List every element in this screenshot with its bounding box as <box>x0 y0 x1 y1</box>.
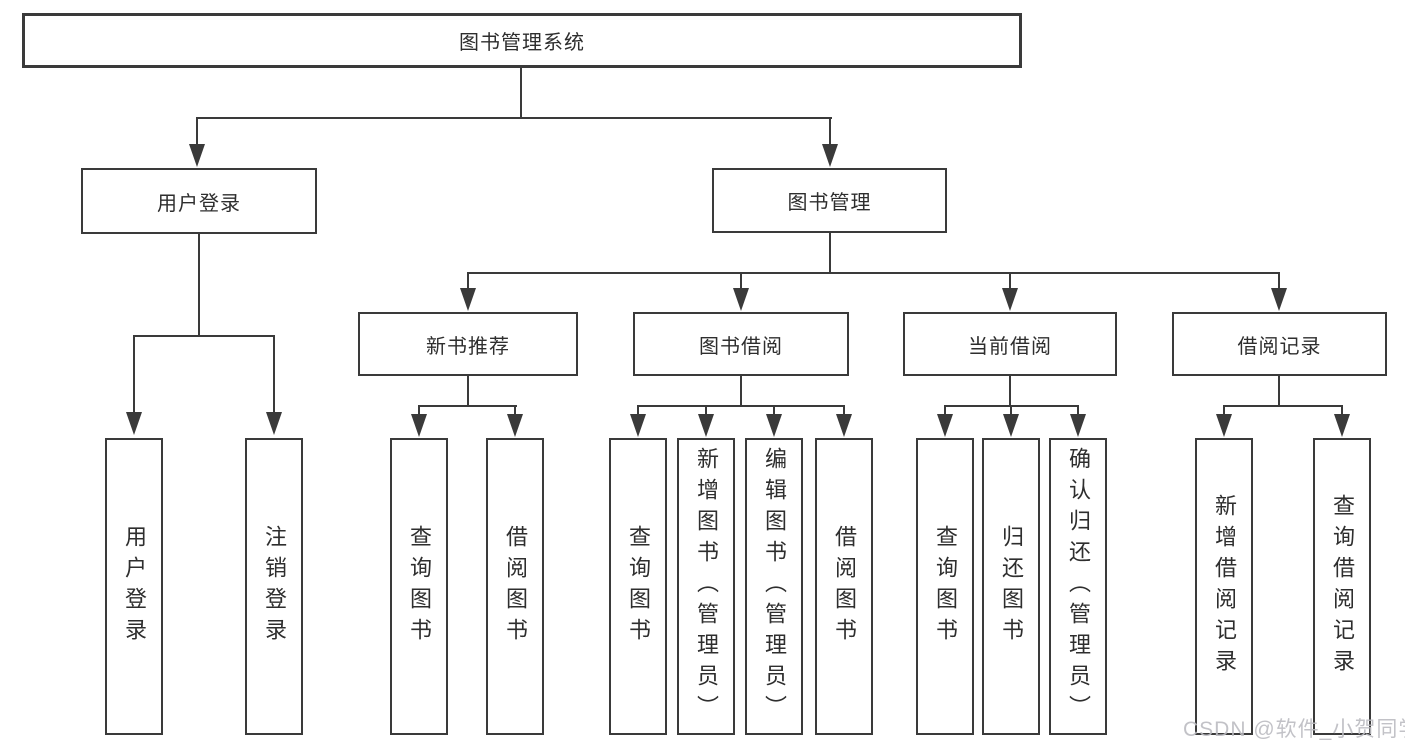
connector-book-bus <box>467 272 1280 274</box>
arrow-newbook-borrow <box>507 414 523 437</box>
arrow-current-return <box>1003 414 1019 437</box>
connector-borrow-c2 <box>705 405 707 416</box>
leaf-user-login: 用户登录 <box>105 438 163 735</box>
leaf-newbook-query-label: 查询图书 <box>407 524 432 649</box>
node-current-borrow-label: 当前借阅 <box>968 335 1052 358</box>
node-library-system: 图书管理系统 <box>22 13 1022 68</box>
leaf-borrow-borrow-label: 借阅图书 <box>832 524 857 649</box>
leaf-current-query-label: 查询图书 <box>933 524 958 649</box>
connector-current-c3 <box>1077 405 1079 416</box>
leaf-borrow-add-admin: 新增图书（管理员） <box>677 438 735 735</box>
arrow-to-new-book <box>460 288 476 311</box>
leaf-borrow-borrow: 借阅图书 <box>815 438 873 735</box>
arrow-current-confirm <box>1070 414 1086 437</box>
connector-record-stem <box>1278 376 1280 407</box>
connector-record-bus <box>1223 405 1343 407</box>
connector-borrow-c4 <box>843 405 845 416</box>
leaf-newbook-borrow-label: 借阅图书 <box>503 524 528 649</box>
connector-borrow-drop <box>740 272 742 290</box>
leaf-current-confirm-admin-label: 确认归还（管理员） <box>1066 447 1091 726</box>
node-library-system-label: 图书管理系统 <box>459 32 585 54</box>
leaf-borrow-edit-admin-label: 编辑图书（管理员） <box>762 447 787 726</box>
connector-book-drop <box>829 117 831 147</box>
connector-user-child1-drop <box>133 335 135 414</box>
connector-newbook-bus <box>418 405 517 407</box>
connector-user-child2-drop <box>273 335 275 414</box>
arrow-newbook-query <box>411 414 427 437</box>
leaf-current-return-label: 归还图书 <box>999 524 1024 649</box>
leaf-borrow-query: 查询图书 <box>609 438 667 735</box>
node-user-login: 用户登录 <box>81 168 317 234</box>
leaf-record-query-label: 查询借阅记录 <box>1330 493 1355 680</box>
node-current-borrow: 当前借阅 <box>903 312 1117 376</box>
connector-current-drop <box>1009 272 1011 290</box>
leaf-newbook-query: 查询图书 <box>390 438 448 735</box>
arrow-borrow-borrow <box>836 414 852 437</box>
arrow-borrow-edit <box>766 414 782 437</box>
connector-record-c2 <box>1341 405 1343 416</box>
leaf-record-add-label: 新增借阅记录 <box>1212 493 1237 680</box>
arrow-record-query <box>1334 414 1350 437</box>
node-new-book-recommend: 新书推荐 <box>358 312 578 376</box>
node-new-book-recommend-label: 新书推荐 <box>426 335 510 358</box>
arrow-to-user-login <box>189 144 205 167</box>
arrow-to-current-borrow <box>1002 288 1018 311</box>
arrow-borrow-query <box>630 414 646 437</box>
leaf-current-confirm-admin: 确认归还（管理员） <box>1049 438 1107 735</box>
arrow-to-borrow-record <box>1271 288 1287 311</box>
node-borrow-record: 借阅记录 <box>1172 312 1387 376</box>
connector-borrow-stem <box>740 376 742 407</box>
leaf-user-login-label: 用户登录 <box>122 524 147 649</box>
arrow-to-leaf-user-login <box>126 412 142 435</box>
arrow-to-book-mgmt <box>822 144 838 167</box>
leaf-newbook-borrow: 借阅图书 <box>486 438 544 735</box>
arrow-to-leaf-logout <box>266 412 282 435</box>
connector-newbook-stem <box>467 376 469 407</box>
connector-root-stem <box>520 68 522 119</box>
connector-newbook-c1 <box>418 405 420 416</box>
connector-record-c1 <box>1223 405 1225 416</box>
arrow-borrow-add <box>698 414 714 437</box>
node-book-borrow: 图书借阅 <box>633 312 849 376</box>
node-book-borrow-label: 图书借阅 <box>699 335 783 358</box>
connector-newbook-c2 <box>514 405 516 416</box>
csdn-watermark: CSDN @软件_小贺同学 <box>1183 718 1405 741</box>
connector-newbook-drop <box>467 272 469 290</box>
leaf-borrow-edit-admin: 编辑图书（管理员） <box>745 438 803 735</box>
arrow-to-book-borrow <box>733 288 749 311</box>
leaf-current-query: 查询图书 <box>916 438 974 735</box>
connector-user-drop <box>196 117 198 147</box>
node-user-login-label: 用户登录 <box>157 192 241 215</box>
connector-borrow-bus <box>637 405 845 407</box>
arrow-current-query <box>937 414 953 437</box>
connector-user-bus <box>133 335 275 337</box>
node-book-management-label: 图书管理 <box>787 192 872 214</box>
connector-borrow-c3 <box>773 405 775 416</box>
node-borrow-record-label: 借阅记录 <box>1237 335 1322 358</box>
connector-user-stem <box>198 234 200 337</box>
connector-current-c1 <box>944 405 946 416</box>
leaf-logout: 注销登录 <box>245 438 303 735</box>
arrow-record-add <box>1216 414 1232 437</box>
node-book-management: 图书管理 <box>712 168 947 233</box>
leaf-current-return: 归还图书 <box>982 438 1040 735</box>
leaf-record-add: 新增借阅记录 <box>1195 438 1253 735</box>
connector-current-stem <box>1009 376 1011 407</box>
connector-current-c2 <box>1010 405 1012 416</box>
connector-book-stem <box>829 233 831 274</box>
leaf-record-query: 查询借阅记录 <box>1313 438 1371 735</box>
leaf-borrow-query-label: 查询图书 <box>626 524 651 649</box>
connector-borrow-c1 <box>637 405 639 416</box>
leaf-logout-label: 注销登录 <box>262 524 287 649</box>
leaf-borrow-add-admin-label: 新增图书（管理员） <box>694 447 719 726</box>
connector-root-bus <box>196 117 832 119</box>
connector-record-drop <box>1278 272 1280 290</box>
